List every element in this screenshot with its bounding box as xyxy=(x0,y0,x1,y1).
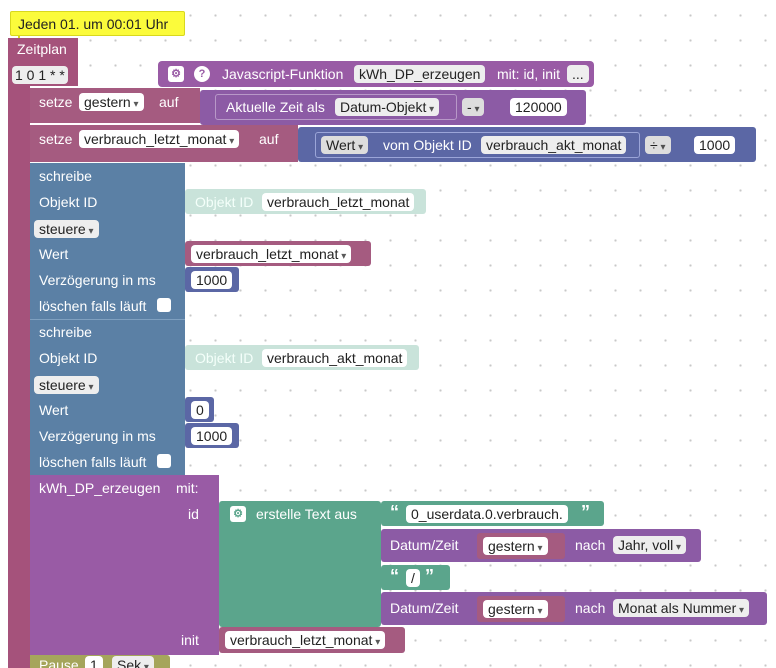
of-object-label: vom Objekt ID xyxy=(383,137,472,153)
math-op-dropdown[interactable]: - xyxy=(462,98,485,116)
time-format-dropdown[interactable]: Datum-Objekt xyxy=(335,98,440,116)
write-block-2[interactable] xyxy=(30,319,185,475)
pause-label: Pause xyxy=(39,657,79,668)
date-label-1: Datum/Zeit xyxy=(390,537,459,553)
objid-placeholder: Objekt ID xyxy=(195,194,254,210)
text-join-label: erstelle Text aus xyxy=(256,506,357,522)
set-label: setze xyxy=(39,94,73,110)
write-label-2: schreibe xyxy=(39,324,92,340)
function-name-field[interactable]: kWh_DP_erzeugen xyxy=(354,65,486,83)
objid-placeholder-2: Objekt ID xyxy=(195,350,254,366)
quote-close-icon: ” xyxy=(581,502,590,522)
current-time-label: Aktuelle Zeit als xyxy=(226,99,325,115)
mode-dropdown-2[interactable]: steuere xyxy=(34,376,99,394)
value-label-2: Wert xyxy=(39,402,69,418)
to-label: auf xyxy=(159,94,179,110)
quote-open-icon: “ xyxy=(390,502,399,522)
object-id-field-akt[interactable]: verbrauch_akt_monat xyxy=(481,136,627,154)
function-args-label: mit: id, init xyxy=(497,66,561,82)
delay-label-2: Verzögerung in ms xyxy=(39,428,156,444)
quote-open-icon-2: “ xyxy=(390,566,399,586)
comment-text: Jeden 01. um 00:01 Uhr xyxy=(18,16,169,32)
value-dropdown[interactable]: Wert xyxy=(321,136,369,154)
objid-field-2[interactable]: verbrauch_akt_monat xyxy=(262,349,408,367)
param-id-label: id xyxy=(188,506,199,522)
value-label: Wert xyxy=(39,246,69,262)
number-field-1000[interactable]: 1000 xyxy=(694,136,736,154)
date-var-dropdown-2[interactable]: gestern xyxy=(483,600,548,618)
objid-label: Objekt ID xyxy=(39,194,98,210)
procedure-name: kWh_DP_erzeugen xyxy=(39,480,161,496)
format-dropdown-1[interactable]: Jahr, voll xyxy=(613,536,687,554)
delay-label: Verzögerung in ms xyxy=(39,272,156,288)
procedure-with-label: mit: xyxy=(176,480,199,496)
number-field-120000[interactable]: 120000 xyxy=(510,98,567,116)
after-label-2: nach xyxy=(575,600,606,616)
help-icon[interactable]: ? xyxy=(194,66,210,82)
text-join-block[interactable] xyxy=(219,501,381,627)
quote-close-icon-2: ” xyxy=(425,566,434,586)
gear-icon-2[interactable]: ⚙ xyxy=(230,506,246,522)
date-label-2: Datum/Zeit xyxy=(390,600,459,616)
mode-dropdown[interactable]: steuere xyxy=(34,220,99,238)
clear-label-2: löschen falls läuft xyxy=(39,454,147,470)
set-label-2: setze xyxy=(39,131,73,147)
function-args-ellipsis[interactable]: ... xyxy=(567,65,589,83)
string-field-2[interactable]: / xyxy=(406,569,420,587)
after-label-1: nach xyxy=(575,537,606,553)
clear-label: löschen falls läuft xyxy=(39,298,147,314)
var-dropdown-verbrauch-letzt-monat[interactable]: verbrauch_letzt_monat xyxy=(79,130,240,148)
value-var-dropdown[interactable]: verbrauch_letzt_monat xyxy=(191,245,352,263)
divide-op-dropdown[interactable]: ÷ xyxy=(645,136,671,154)
delay-field-2[interactable]: 1000 xyxy=(191,427,233,445)
pause-num-field[interactable]: 1 xyxy=(85,656,103,668)
write-label: schreibe xyxy=(39,168,92,184)
var-dropdown-gestern[interactable]: gestern xyxy=(79,93,144,111)
function-call-label: Javascript-Funktion xyxy=(222,66,344,82)
schedule-label: Zeitplan xyxy=(17,41,67,57)
param-init-label: init xyxy=(181,632,199,648)
comment-bubble[interactable]: Jeden 01. um 00:01 Uhr xyxy=(10,11,185,36)
init-var-dropdown[interactable]: verbrauch_letzt_monat xyxy=(225,631,386,649)
format-dropdown-2[interactable]: Monat als Nummer xyxy=(613,599,750,617)
clear-checkbox-2[interactable] xyxy=(157,454,171,468)
pause-unit-dropdown[interactable]: Sek xyxy=(112,656,154,668)
write-block[interactable] xyxy=(30,163,185,319)
date-var-dropdown-1[interactable]: gestern xyxy=(483,537,548,555)
objid-field[interactable]: verbrauch_letzt_monat xyxy=(262,193,415,211)
clear-checkbox[interactable] xyxy=(157,298,171,312)
to-label-2: auf xyxy=(259,131,279,147)
gear-icon[interactable]: ⚙ xyxy=(168,66,184,82)
string-field-1[interactable]: 0_userdata.0.verbrauch. xyxy=(406,505,568,523)
schedule-spine xyxy=(8,38,30,668)
delay-field[interactable]: 1000 xyxy=(191,271,233,289)
procedure-block[interactable] xyxy=(30,475,219,655)
pause-block[interactable]: Pause 1 Sek xyxy=(30,655,170,668)
objid-label-2: Objekt ID xyxy=(39,350,98,366)
value-num-field[interactable]: 0 xyxy=(191,401,209,419)
cron-field[interactable]: 1 0 1 * * xyxy=(12,66,68,84)
